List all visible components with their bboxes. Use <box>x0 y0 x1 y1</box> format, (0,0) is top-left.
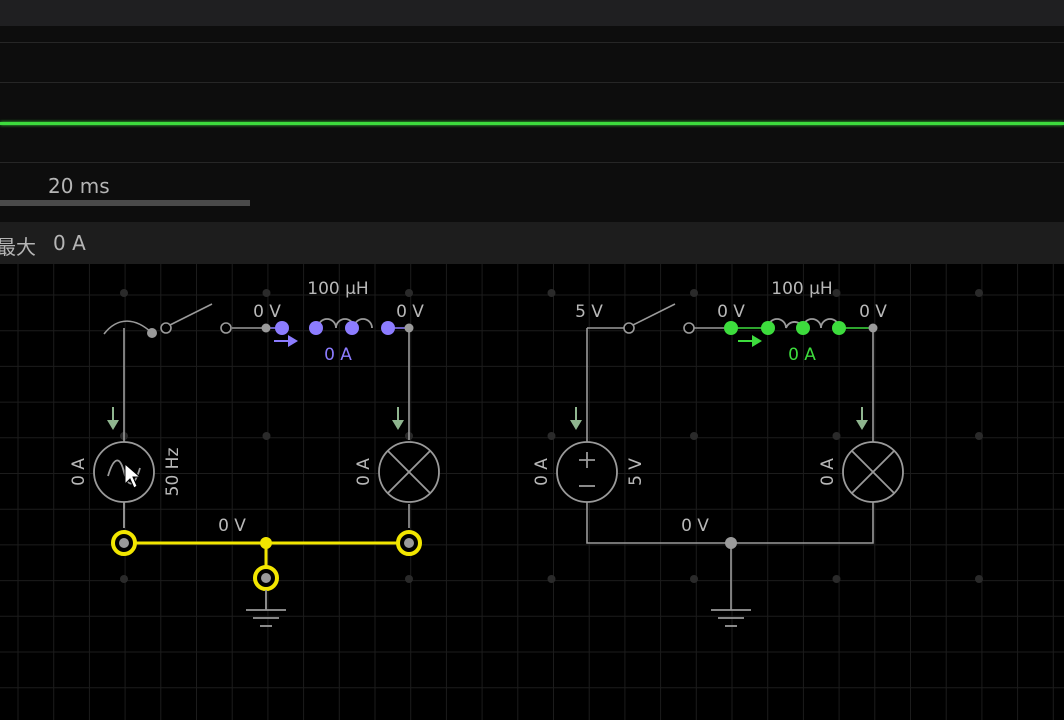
right-source-current: 0 A <box>532 458 552 486</box>
left-junction <box>260 537 272 549</box>
circuit-canvas[interactable]: 100 μH 0 A 0 V 0 V 0 A 50 Hz 0 A <box>0 264 1064 720</box>
scope-top-bar <box>0 0 1064 26</box>
left-source-frequency: 50 Hz <box>163 448 183 497</box>
grid-dot <box>975 575 983 583</box>
scope-gridline <box>0 82 1064 83</box>
left-node-a <box>261 323 271 333</box>
current-dot <box>309 321 323 335</box>
left-lamp-current-arrow-icon <box>392 407 404 430</box>
left-source-current: 0 A <box>69 458 89 486</box>
grid-dot <box>405 289 413 297</box>
current-arrow-head <box>752 335 762 347</box>
current-dot <box>832 321 846 335</box>
left-inductor-value: 100 μH <box>307 279 368 299</box>
grid-dot <box>832 289 841 297</box>
left-ground-voltage: 0 V <box>218 516 246 536</box>
right-voltage-switch-out: 0 V <box>717 302 745 322</box>
right-circuit: 5 V 100 μH 0 A 0 V 0 V <box>532 279 904 627</box>
oscilloscope-panel[interactable]: 20 ms <box>0 0 1064 222</box>
scope-gridline <box>0 162 1064 163</box>
dc-source-icon <box>556 441 618 503</box>
scope-trace <box>0 122 1064 125</box>
right-voltage-inductor-out: 0 V <box>859 302 887 322</box>
left-inductor-current: 0 A <box>324 345 352 365</box>
canvas-grid-dots <box>120 289 983 583</box>
left-terminal-core <box>261 573 271 583</box>
left-inductor[interactable]: 100 μH 0 A <box>261 279 414 365</box>
left-switch[interactable] <box>103 303 232 338</box>
grid-dot <box>262 432 271 440</box>
grid-dot <box>690 575 698 583</box>
right-ground-voltage: 0 V <box>681 516 709 536</box>
right-source-voltage: 5 V <box>626 458 646 486</box>
grid-dot <box>120 575 128 583</box>
grid-dot <box>832 432 841 440</box>
current-arrow-head <box>288 335 298 347</box>
left-switch-wire <box>103 320 153 335</box>
right-voltage-switch-in: 5 V <box>575 302 603 322</box>
grid-dot <box>547 432 556 440</box>
right-lamp[interactable]: 0 A <box>818 441 904 503</box>
right-switch[interactable] <box>623 303 695 334</box>
current-dot <box>345 321 359 335</box>
scope-gridline <box>0 42 1064 43</box>
right-junction <box>725 537 737 549</box>
right-dc-source[interactable]: 0 A 5 V <box>532 441 646 503</box>
grid-dot <box>405 575 413 583</box>
grid-dot <box>262 289 271 297</box>
current-dot <box>761 321 775 335</box>
scope-scrollbar[interactable] <box>0 200 250 206</box>
grid-dot <box>120 289 128 297</box>
grid-dot <box>690 432 698 440</box>
left-lamp[interactable]: 0 A <box>354 441 440 503</box>
left-switch-lever <box>169 303 213 326</box>
lamp-cross <box>387 450 431 494</box>
canvas-grid <box>0 264 1064 720</box>
grid-dot <box>975 289 983 297</box>
switch-icon <box>160 322 172 334</box>
left-terminal-core <box>119 538 129 548</box>
left-switch-contact <box>220 322 232 334</box>
right-inductor-current: 0 A <box>788 345 816 365</box>
scope-status-value: 0 A <box>53 231 86 255</box>
right-lamp-current: 0 A <box>818 458 838 486</box>
right-node-b <box>868 323 878 333</box>
right-switch-contact <box>683 322 695 334</box>
dc-plus-glyph <box>579 452 595 468</box>
mouse-cursor-icon <box>124 462 142 489</box>
left-ac-source[interactable]: 0 A 50 Hz <box>69 441 183 503</box>
current-dot <box>724 321 738 335</box>
switch-icon <box>623 322 635 334</box>
grid-dot <box>547 575 556 583</box>
current-dot <box>381 321 395 335</box>
left-terminal-core <box>404 538 414 548</box>
left-voltage-switch-out: 0 V <box>253 302 281 322</box>
left-node-b <box>404 323 414 333</box>
right-lamp-current-arrow-icon <box>856 407 868 430</box>
ground-icon <box>246 590 286 627</box>
left-highlighted-net[interactable]: 0 V <box>111 516 422 591</box>
right-source-current-arrow-icon <box>570 407 582 430</box>
scope-status-bar <box>0 222 1064 264</box>
grid-dot <box>547 289 556 297</box>
left-lamp-current: 0 A <box>354 458 374 486</box>
inductor-icon <box>317 318 373 329</box>
grid-dot <box>690 289 698 297</box>
grid-dot <box>832 575 841 583</box>
right-inductor[interactable]: 100 μH 0 A <box>724 279 878 365</box>
scope-status-label: 最大 <box>0 235 36 259</box>
current-dot <box>796 321 810 335</box>
left-source-current-arrow-icon <box>107 407 119 430</box>
ground-icon <box>711 609 751 627</box>
left-circuit: 100 μH 0 A 0 V 0 V 0 A 50 Hz 0 A <box>69 279 440 627</box>
current-dot <box>275 321 289 335</box>
right-wire-bottom <box>586 502 874 544</box>
left-voltage-inductor-out: 0 V <box>396 302 424 322</box>
right-switch-lever <box>632 303 676 326</box>
grid-dot <box>975 432 983 440</box>
left-switch-node <box>147 328 157 338</box>
right-inductor-value: 100 μH <box>771 279 832 299</box>
scope-time-scale: 20 ms <box>48 174 110 198</box>
lamp-cross <box>851 450 895 494</box>
